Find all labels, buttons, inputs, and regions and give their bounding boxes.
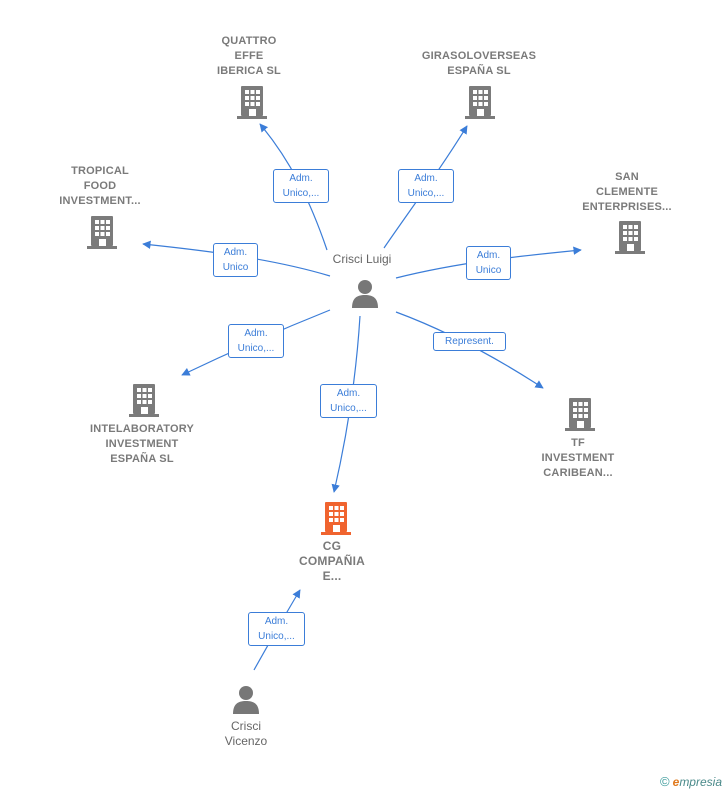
building-icon-girasol: [465, 86, 495, 119]
person-label-vicenzo[interactable]: Crisci Vicenzo: [224, 719, 268, 748]
building-icon-sanclemente: [615, 221, 645, 254]
edge-label-girasol[interactable]: Adm. Unico,...: [398, 169, 454, 203]
brand-name: mpresia: [679, 775, 722, 789]
edge-label-tropical[interactable]: Adm. Unico: [213, 243, 258, 277]
brand-footer[interactable]: ©empresia: [660, 774, 722, 789]
building-icon-cg: [321, 502, 351, 535]
node-label-sanclemente[interactable]: SAN CLEMENTE ENTERPRISES...: [582, 171, 672, 213]
edge-label-tf[interactable]: Represent.: [433, 332, 506, 351]
node-label-tf[interactable]: TF INVESTMENT CARIBEAN...: [541, 437, 615, 479]
node-label-cg[interactable]: CG COMPAÑIA E...: [298, 539, 366, 583]
edge-label-quattro[interactable]: Adm. Unico,...: [273, 169, 329, 203]
edge-label-vicenzo-cg[interactable]: Adm. Unico,...: [248, 612, 305, 646]
brand-initial: e: [672, 775, 680, 789]
node-label-intelab[interactable]: INTELABORATORY INVESTMENT ESPAÑA SL: [89, 423, 195, 465]
person-icon-vicenzo: [233, 686, 259, 714]
node-label-tropical[interactable]: TROPICAL FOOD INVESTMENT...: [59, 165, 141, 207]
edge-label-cg[interactable]: Adm. Unico,...: [320, 384, 377, 418]
building-icon-intelab: [129, 384, 159, 417]
node-label-quattro[interactable]: QUATTRO EFFE IBERICA SL: [217, 35, 281, 77]
person-icon-luigi: [352, 280, 378, 308]
building-icon-quattro: [237, 86, 267, 119]
person-label-luigi[interactable]: Crisci Luigi: [332, 252, 392, 266]
building-icon-tf: [565, 398, 595, 431]
building-icon-tropical: [87, 216, 117, 249]
node-label-girasol[interactable]: GIRASOLOVERSEAS ESPAÑA SL: [421, 50, 537, 77]
edge-label-intelab[interactable]: Adm. Unico,...: [228, 324, 284, 358]
copyright-symbol: ©: [660, 774, 670, 789]
edge-label-sanclemente[interactable]: Adm. Unico: [466, 246, 511, 280]
